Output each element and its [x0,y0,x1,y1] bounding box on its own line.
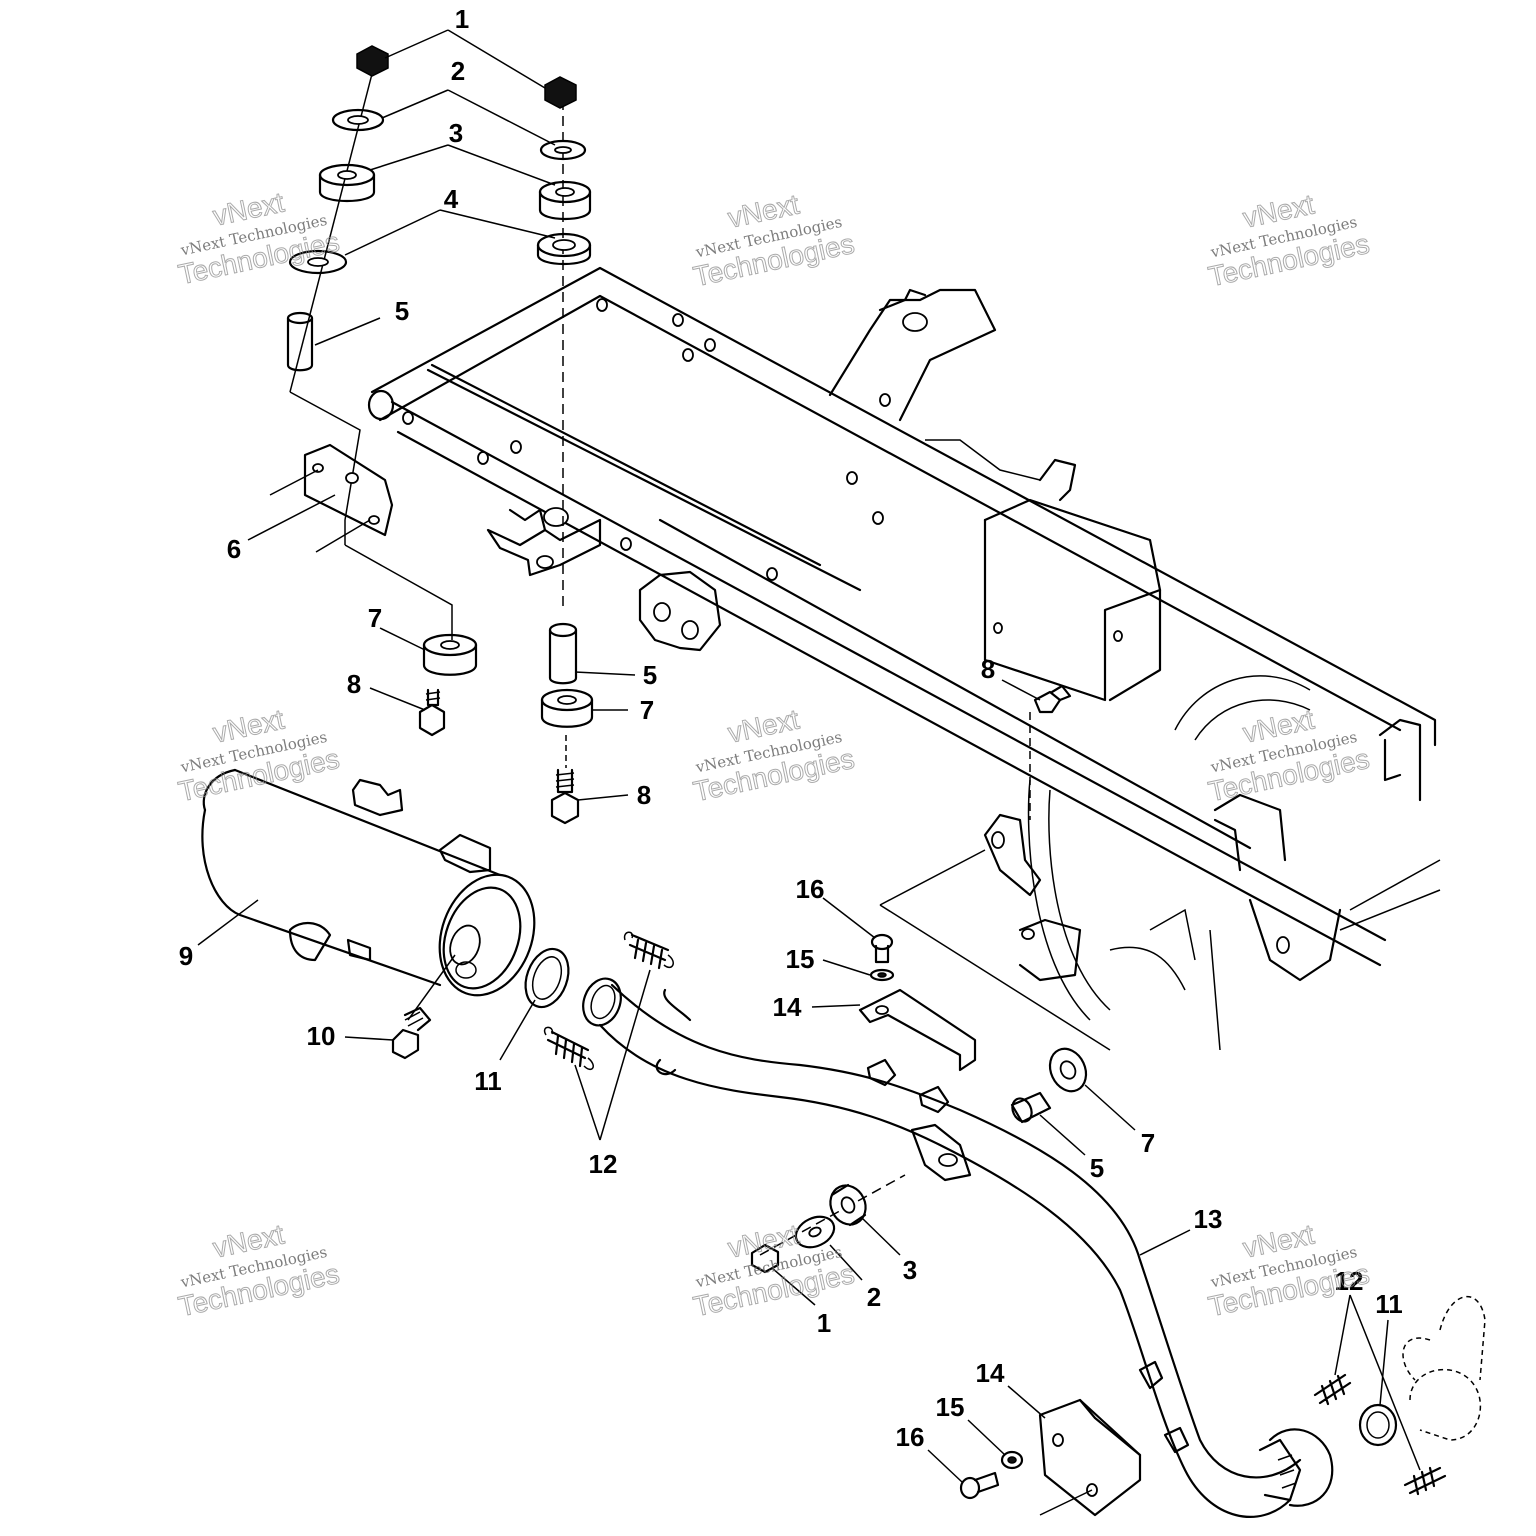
plate-6 [269,443,394,553]
callout-labels: 1 2 3 4 5 6 7 8 5 7 8 8 9 10 11 12 16 15… [179,4,1403,1452]
washer-4a [288,249,348,275]
callout-8: 8 [347,669,361,699]
washer-15b [1000,1450,1024,1470]
callout-2: 2 [451,56,465,86]
gasket-11b [1358,1403,1398,1447]
washer-2b [539,139,587,161]
gasket-11a [524,947,570,1009]
bushing-3c [829,1183,867,1227]
callout-1: 1 [455,4,469,34]
washer-2a [331,108,385,132]
callout-7: 7 [640,695,654,725]
callout-15: 15 [786,944,815,974]
callout-7: 7 [368,603,382,633]
springs-12b [1313,1373,1447,1496]
bushing-7c [1048,1047,1088,1093]
callout-16: 16 [796,874,825,904]
frame-assembly [367,266,1441,1051]
washer-4b [536,232,592,265]
callout-12: 12 [1335,1266,1364,1296]
callout-7: 7 [1141,1128,1155,1158]
callout-16: 16 [896,1422,925,1452]
watermark: vNext vNext Technologies Technologies [175,703,342,808]
muffler-9 [201,768,536,997]
callout-14: 14 [773,992,802,1022]
callout-3: 3 [449,118,463,148]
callout-5: 5 [643,660,657,690]
callout-11: 11 [1375,1289,1403,1319]
right-mount-stack [536,76,594,825]
exhaust-pipe-13 [582,977,1334,1518]
callout-1: 1 [817,1308,831,1338]
callout-5: 5 [395,296,409,326]
callout-14: 14 [976,1358,1005,1388]
bolt-8a [418,688,446,737]
callout-2: 2 [867,1282,881,1312]
spacer-5c [1010,1091,1052,1124]
watermark: vNext vNext Technologies Technologies [1205,188,1372,293]
watermark: vNext vNext Technologies Technologies [175,1218,342,1323]
washer-2c [794,1215,836,1249]
muffler-bracket-top [351,778,404,817]
callout-8: 8 [981,654,995,684]
callout-12: 12 [589,1149,618,1179]
callout-8: 8 [637,780,651,810]
callout-13: 13 [1194,1204,1223,1234]
watermark: vNext vNext Technologies Technologies [690,703,857,808]
watermarks: vNext vNext Technologies Technologies vN… [175,186,1372,1323]
callout-5: 5 [1090,1153,1104,1183]
lower-mount-stack [750,1174,906,1274]
muffler-bracket-lower [288,922,332,962]
nut-1b-icon [544,76,577,109]
callout-leaders [197,29,1421,1483]
nut-1c-icon [750,1243,780,1274]
spacer-5a [286,311,314,372]
muffler-bracket-mid [438,833,492,874]
bushing-7b [540,688,594,728]
bushing-7a [422,633,478,676]
watermark: vNext vNext Technologies Technologies [175,186,342,291]
spacer-5b [548,622,578,685]
bolt-10 [391,954,456,1060]
callout-11: 11 [474,1066,502,1096]
frame-holes [402,298,884,581]
left-mount-stack [286,45,453,640]
exhaust-manifold [1402,1295,1486,1441]
bolt-8b [550,768,580,825]
bracket-14b [1038,1398,1142,1517]
bolt-16a [870,933,894,964]
watermark: vNext vNext Technologies Technologies [690,188,857,293]
bolt-8c [1029,684,1072,820]
callout-4: 4 [444,184,459,214]
callout-9: 9 [179,941,193,971]
bushing-3a [318,163,376,202]
watermark: vNext vNext Technologies Technologies [690,1218,857,1323]
callout-15: 15 [936,1392,965,1422]
callout-3: 3 [903,1255,917,1285]
springs-12a [543,931,674,1070]
nut-1a-icon [356,45,389,77]
bolt-16b [959,1471,1000,1500]
watermark: vNext vNext Technologies Technologies [1205,703,1372,808]
bracket-14a [858,988,977,1072]
bushing-3b [538,180,592,220]
callout-6: 6 [227,534,241,564]
washer-15a [869,968,895,982]
callout-10: 10 [307,1021,336,1051]
